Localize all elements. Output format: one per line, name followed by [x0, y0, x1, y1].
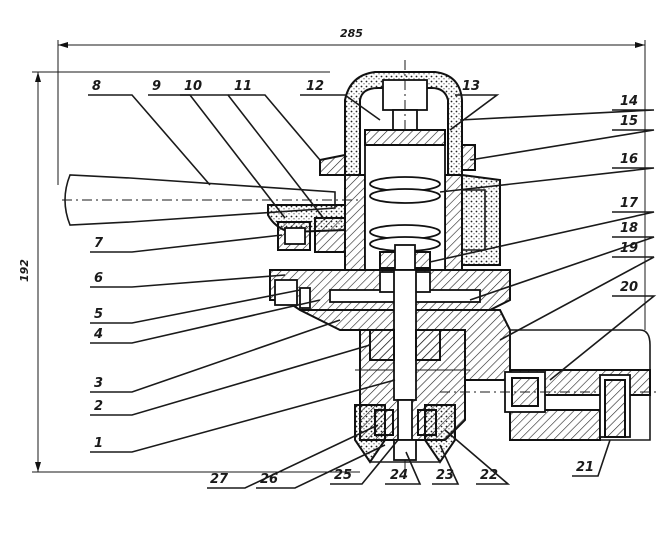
label-6: 6 [94, 271, 103, 286]
top-cap [319, 60, 476, 470]
label-3: 3 [94, 376, 103, 391]
label-17: 17 [620, 196, 639, 211]
label-26: 26 [260, 472, 278, 487]
label-21: 21 [576, 460, 594, 475]
label-12: 12 [306, 79, 324, 94]
label-2: 2 [94, 399, 103, 414]
label-8: 8 [92, 79, 101, 94]
label-19: 19 [620, 241, 638, 256]
label-9: 9 [152, 79, 161, 94]
label-18: 18 [620, 221, 638, 236]
label-25: 25 [334, 468, 352, 483]
spring-chamber [344, 129, 501, 271]
label-20: 20 [620, 280, 638, 295]
valve-stem [354, 269, 456, 464]
dimension-height: 192 [18, 259, 31, 282]
label-27: 27 [210, 472, 229, 487]
label-10: 10 [184, 79, 202, 94]
label-13: 13 [462, 79, 480, 94]
label-14: 14 [620, 94, 638, 109]
label-24: 24 [390, 468, 408, 483]
label-5: 5 [94, 307, 103, 322]
label-4: 4 [93, 327, 103, 342]
label-15: 15 [620, 114, 638, 129]
label-1: 1 [94, 436, 103, 451]
label-16: 16 [620, 152, 638, 167]
label-7: 7 [94, 236, 104, 251]
part-labels: 8 9 10 11 12 13 14 15 16 17 18 19 20 21 … [92, 79, 639, 487]
label-11: 11 [234, 79, 252, 94]
label-22: 22 [480, 468, 498, 483]
handle [62, 174, 360, 253]
leader-lines [88, 94, 657, 489]
label-23: 23 [436, 468, 454, 483]
dimension-lines [32, 40, 646, 473]
dimension-width: 285 [340, 27, 363, 40]
